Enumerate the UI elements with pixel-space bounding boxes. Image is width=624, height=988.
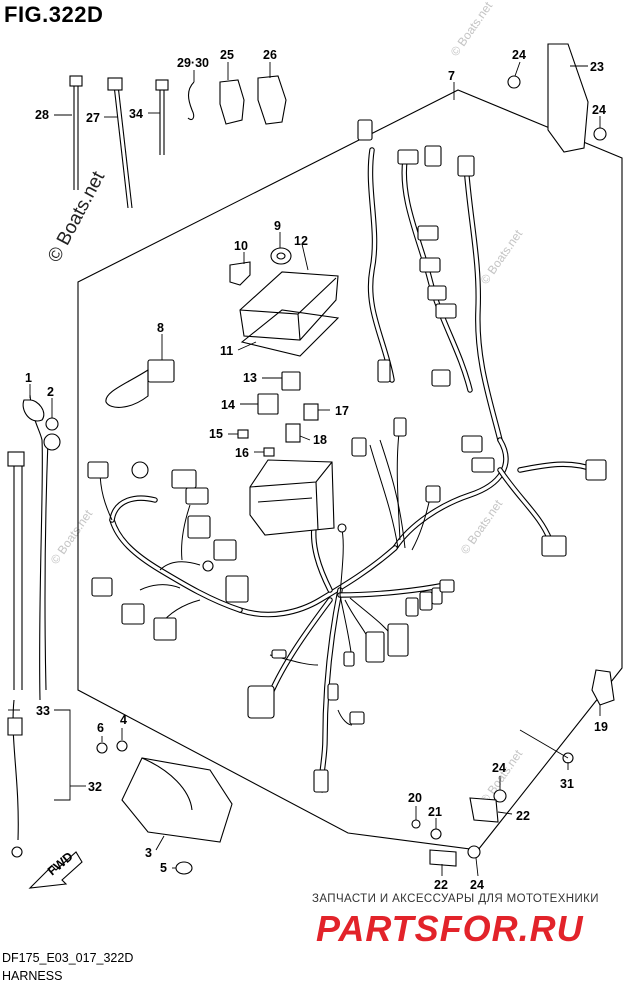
callout-22: 22 [516,809,530,823]
callout-21: 21 [428,805,442,819]
callout-29-30: 29·30 [177,56,209,70]
assembly-boundary [77,89,623,851]
callout-26: 26 [263,48,277,62]
fwd-arrow: FWD [28,849,83,889]
callout-25: 25 [220,48,234,62]
callout-22: 22 [434,878,448,892]
callout-20: 20 [408,791,422,805]
callout-11: 11 [220,344,233,358]
callout-33: 33 [36,704,50,718]
harness-connectors [87,119,607,793]
callout-24: 24 [592,103,606,117]
callout-9: 9 [274,219,281,233]
brand-logo: PARTSFOR.RU [316,908,584,949]
callout-7: 7 [448,69,455,83]
parts [7,43,615,875]
callout-1: 1 [25,371,32,385]
figure-title: FIG.322D [4,2,104,27]
callout-3: 3 [145,846,152,860]
callout-31: 31 [560,777,574,791]
callout-4: 4 [120,713,127,727]
callout-15: 15 [209,427,223,441]
fuse-box [249,459,335,536]
figure-name: HARNESS [2,969,63,983]
callout-24: 24 [470,878,484,892]
callout-labels: 1 2 3 4 5 6 7 8 9 10 11 12 13 14 15 16 1… [25,48,608,892]
callout-18: 18 [313,433,327,447]
callout-16: 16 [235,446,249,460]
callout-24: 24 [512,48,526,62]
callout-2: 2 [47,385,54,399]
callout-6: 6 [97,721,104,735]
callout-19: 19 [594,720,608,734]
figure-code: DF175_E03_017_322D [2,951,134,965]
callout-24: 24 [492,761,506,775]
callout-32: 32 [88,780,102,794]
callout-27: 27 [86,111,100,125]
callout-5: 5 [160,861,167,875]
callout-17: 17 [335,404,349,418]
callout-12: 12 [294,234,308,248]
callout-13: 13 [243,371,257,385]
callout-10: 10 [234,239,248,253]
brand-tagline: ЗАПЧАСТИ И АКСЕССУАРЫ ДЛЯ МОТОТЕХНИКИ [312,893,599,905]
callout-34: 34 [129,107,143,121]
callout-28: 28 [35,108,49,122]
callout-23: 23 [590,60,604,74]
leader-lines [8,61,601,877]
callout-8: 8 [157,321,164,335]
callout-14: 14 [221,398,235,412]
